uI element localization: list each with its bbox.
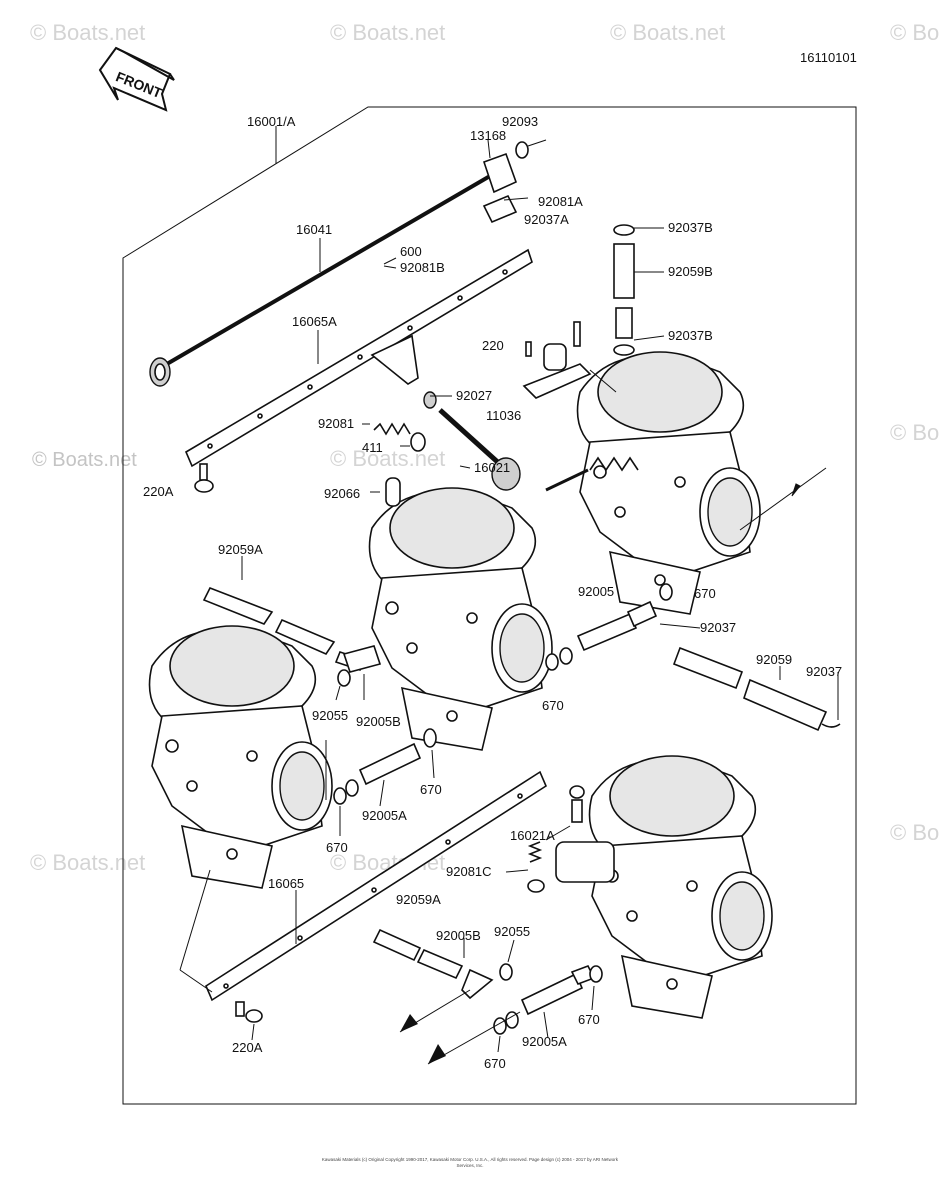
direction-arrows — [399, 467, 827, 1065]
watermark-3: © Boats.net — [610, 20, 725, 45]
label-16001a: 16001/A — [247, 114, 296, 129]
label-16021: 16021 — [474, 460, 510, 475]
link-bar-lower — [204, 770, 548, 1002]
label-92093: 92093 — [502, 114, 538, 129]
label-670-mid: 670 — [542, 698, 564, 713]
label-600: 600 — [400, 244, 422, 259]
label-92081b: 92081B — [400, 260, 445, 275]
label-92059a-top: 92059A — [218, 542, 263, 557]
label-13168: 13168 — [470, 128, 506, 143]
carburetor-lower — [588, 755, 773, 1019]
label-92059a-bot: 92059A — [396, 892, 441, 907]
label-92081a: 92081A — [538, 194, 583, 209]
label-92055-bot: 92055 — [494, 924, 530, 939]
label-411: 411 — [362, 440, 383, 455]
leader-lines — [179, 126, 839, 1053]
idle-screw-lower — [527, 785, 615, 893]
watermark-4: © Boats.net — [890, 20, 939, 45]
copyright-wrapper: Kawasaki Materials (c) Original Copyrigh… — [321, 1157, 619, 1168]
label-92059b: 92059B — [668, 264, 713, 279]
label-92066: 92066 — [324, 486, 360, 501]
label-220a-bot: 220A — [232, 1040, 263, 1055]
copyright-text: Kawasaki Materials (c) Original Copyrigh… — [321, 1157, 619, 1168]
label-220: 220 — [482, 338, 504, 353]
watermark-8: © Boats.net — [30, 850, 145, 875]
label-92005-mid: 92005 — [578, 584, 614, 599]
label-670-bb: 670 — [484, 1056, 506, 1071]
part-labels: 16001/A 92093 13168 92081A 92037A 92037B… — [143, 114, 842, 1071]
label-92005a-bot: 92005A — [522, 1034, 567, 1049]
label-670-r1: 670 — [694, 586, 716, 601]
label-220a-top: 220A — [143, 484, 174, 499]
label-92037a: 92037A — [524, 212, 569, 227]
idle-screw-assembly — [373, 391, 521, 491]
label-92037b-mid: 92037B — [668, 328, 713, 343]
label-92055-l: 92055 — [312, 708, 348, 723]
tee-92005b — [337, 645, 382, 687]
label-670-l: 670 — [420, 782, 442, 797]
label-92059: 92059 — [756, 652, 792, 667]
label-16065a: 16065A — [292, 314, 337, 329]
label-92037b-top: 92037B — [668, 220, 713, 235]
throttle-shaft — [149, 174, 493, 387]
fitting-92005a-left — [333, 728, 437, 805]
carburetor-left — [148, 625, 333, 889]
choke-spring — [545, 456, 639, 492]
fitting-92005-mid — [545, 583, 673, 671]
fuel-hose-92059b — [613, 224, 635, 356]
choke-bracket — [522, 321, 592, 399]
fitting-92005a-bottom — [493, 964, 603, 1035]
top-bracket — [482, 141, 529, 224]
screw-220a-bottom — [235, 1001, 263, 1023]
label-92027: 92027 — [456, 388, 492, 403]
watermark-2: © Boats.net — [330, 20, 445, 45]
label-92081: 92081 — [318, 416, 354, 431]
diagram-code: 16110101 — [800, 50, 857, 65]
carburetor-center — [368, 487, 553, 751]
label-16041: 16041 — [296, 222, 332, 237]
watermark-1: © Boats.net — [30, 20, 145, 45]
label-670-br: 670 — [578, 1012, 600, 1027]
label-11036: 11036 — [486, 408, 521, 423]
watermark-6: © Boats.net — [330, 446, 445, 471]
front-arrow-icon: FRONT — [98, 46, 175, 112]
link-bar-upper — [184, 248, 533, 468]
assembly-frame — [122, 106, 857, 1105]
label-92037-far: 92037 — [806, 664, 842, 679]
hose-92059a-lower — [372, 928, 513, 1000]
label-92005b: 92005B — [356, 714, 401, 729]
carburetor-right — [576, 351, 761, 615]
label-670-ll: 670 — [326, 840, 348, 855]
cap-92066 — [385, 477, 401, 507]
label-16021a: 16021A — [510, 828, 555, 843]
label-92005b-bot: 92005B — [436, 928, 481, 943]
label-92037-r: 92037 — [700, 620, 736, 635]
watermark-7: © Boats.net — [890, 420, 939, 445]
watermark-10: © Boats.net — [890, 820, 939, 845]
hose-92059-right — [672, 646, 841, 732]
watermark-5: © Boats.net — [32, 449, 137, 471]
label-16065: 16065 — [268, 876, 304, 891]
label-92081c: 92081C — [446, 864, 492, 879]
screw-220a-top — [194, 463, 214, 493]
label-92005a-l: 92005A — [362, 808, 407, 823]
